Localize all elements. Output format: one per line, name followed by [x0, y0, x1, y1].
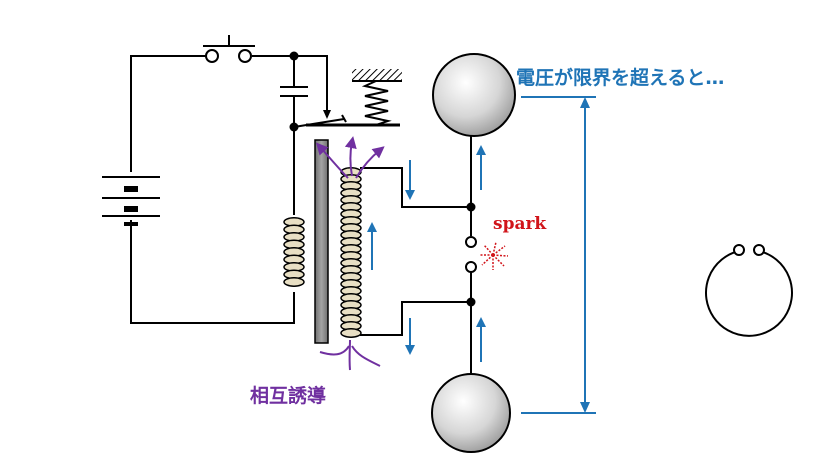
spark-label: spark: [493, 214, 547, 234]
primary-circuit-wires: [130, 55, 345, 324]
push-switch: [203, 35, 255, 63]
upper-sphere-electrode: [432, 53, 516, 137]
junction-dot: [466, 202, 476, 212]
junction-dot: [289, 51, 299, 61]
coil-turn: [340, 328, 362, 338]
current-arrows: [367, 145, 486, 362]
junction-dot: [289, 122, 299, 132]
secondary-circuit-wires: [360, 136, 472, 376]
secondary-coil: [340, 167, 362, 338]
mutual-induction-label: 相互誘導: [250, 385, 327, 407]
voltage-dimension: [521, 96, 596, 414]
junction-dot: [466, 297, 476, 307]
coil-turn: [283, 277, 305, 287]
capacitor: [280, 86, 308, 97]
voltage-limit-label: 電圧が限界を超えると…: [516, 67, 725, 89]
spring-mount: [352, 69, 402, 126]
spark-gap: [465, 236, 477, 273]
flux-arrows: [315, 136, 385, 371]
interrupter-arrowhead: [323, 110, 331, 119]
primary-coil: [283, 217, 305, 287]
lower-sphere-electrode: [431, 373, 511, 453]
coherer-loop: [705, 244, 793, 337]
battery: [102, 176, 160, 226]
spark-burst: [479, 241, 509, 270]
iron-core: [314, 139, 329, 344]
